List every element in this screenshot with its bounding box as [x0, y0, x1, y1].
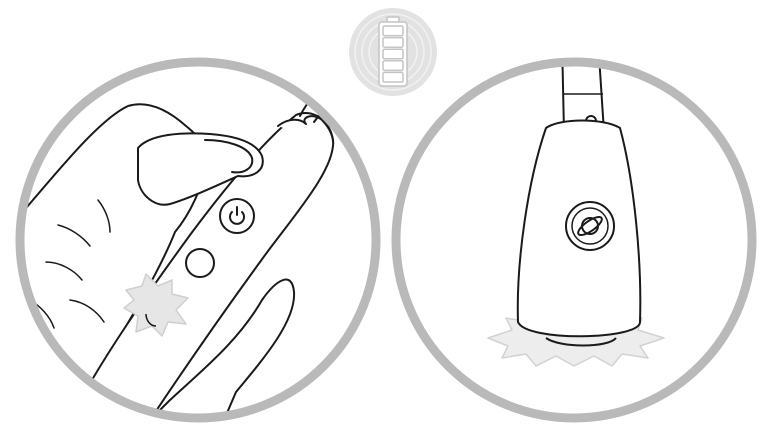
battery-segment — [383, 49, 403, 59]
device-stem — [562, 40, 604, 132]
secondary-button — [186, 249, 214, 277]
battery-segment — [383, 61, 403, 71]
battery-full-icon — [379, 17, 407, 86]
battery-segment — [383, 72, 403, 82]
battery-badge — [349, 8, 437, 96]
panel-hand-pressing-power — [20, 62, 376, 420]
battery-segment — [383, 38, 403, 48]
panel-device-on-base — [396, 40, 752, 418]
battery-segment — [383, 26, 403, 36]
planet-emblem — [566, 202, 614, 250]
power-button — [220, 199, 254, 233]
